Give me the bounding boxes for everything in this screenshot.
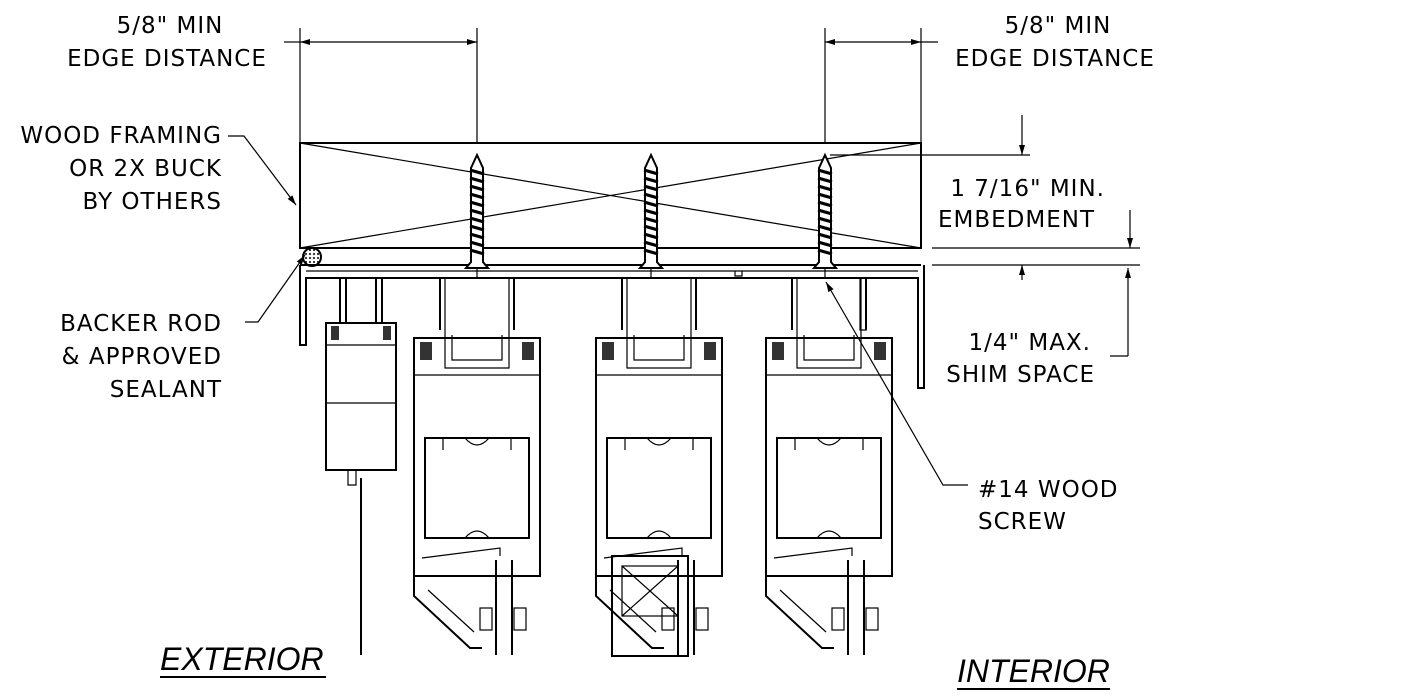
mullion-assembly-center bbox=[595, 277, 723, 657]
edge-distance-left-line2: EDGE DISTANCE bbox=[67, 46, 267, 72]
backer-rod-line1: BACKER ROD bbox=[60, 311, 222, 337]
edge-distance-dimension-left bbox=[284, 28, 478, 143]
backer-rod-line3: SEALANT bbox=[110, 377, 222, 403]
embedment-line1: 1 7/16" MIN. bbox=[950, 176, 1105, 202]
embedment-dimension bbox=[830, 115, 1140, 280]
backer-rod-line2: & APPROVED bbox=[62, 344, 222, 370]
screw-center bbox=[638, 153, 664, 280]
leader-wood-screw bbox=[825, 281, 968, 486]
leader-wood-framing bbox=[228, 135, 297, 206]
wood-framing-line2: OR 2X BUCK bbox=[69, 156, 222, 182]
mullion-assembly-right bbox=[765, 277, 893, 656]
wood-framing-line1: WOOD FRAMING bbox=[20, 123, 222, 149]
frame-head-extrusion bbox=[299, 265, 925, 389]
edge-distance-right-line1: 5/8" MIN bbox=[1005, 13, 1112, 39]
edge-distance-right-line2: EDGE DISTANCE bbox=[955, 46, 1155, 72]
embedment-line2: EMBEDMENT bbox=[938, 207, 1095, 233]
wood-screws bbox=[463, 152, 838, 280]
exterior-label: EXTERIOR bbox=[160, 641, 324, 677]
mullion-assembly-left bbox=[413, 278, 541, 655]
edge-distance-left-line1: 5/8" MIN bbox=[117, 13, 224, 39]
wood-framing-block bbox=[299, 142, 922, 249]
shim-space-dimension bbox=[1110, 268, 1131, 357]
exterior-stop-extrusion bbox=[325, 322, 397, 655]
wood-framing-line3: BY OTHERS bbox=[83, 189, 222, 215]
shim-space-line1: 1/4" MAX. bbox=[968, 330, 1091, 356]
wood-screw-line2: SCREW bbox=[978, 509, 1067, 535]
wood-screw-line1: #14 WOOD bbox=[978, 477, 1119, 503]
backer-rod bbox=[302, 247, 322, 267]
interior-label: INTERIOR bbox=[957, 653, 1110, 689]
screw-left bbox=[463, 152, 491, 278]
edge-distance-dimension-right bbox=[824, 28, 938, 143]
leader-backer-rod bbox=[245, 254, 306, 323]
shim-space-line2: SHIM SPACE bbox=[946, 362, 1095, 388]
screw-right bbox=[812, 153, 838, 280]
